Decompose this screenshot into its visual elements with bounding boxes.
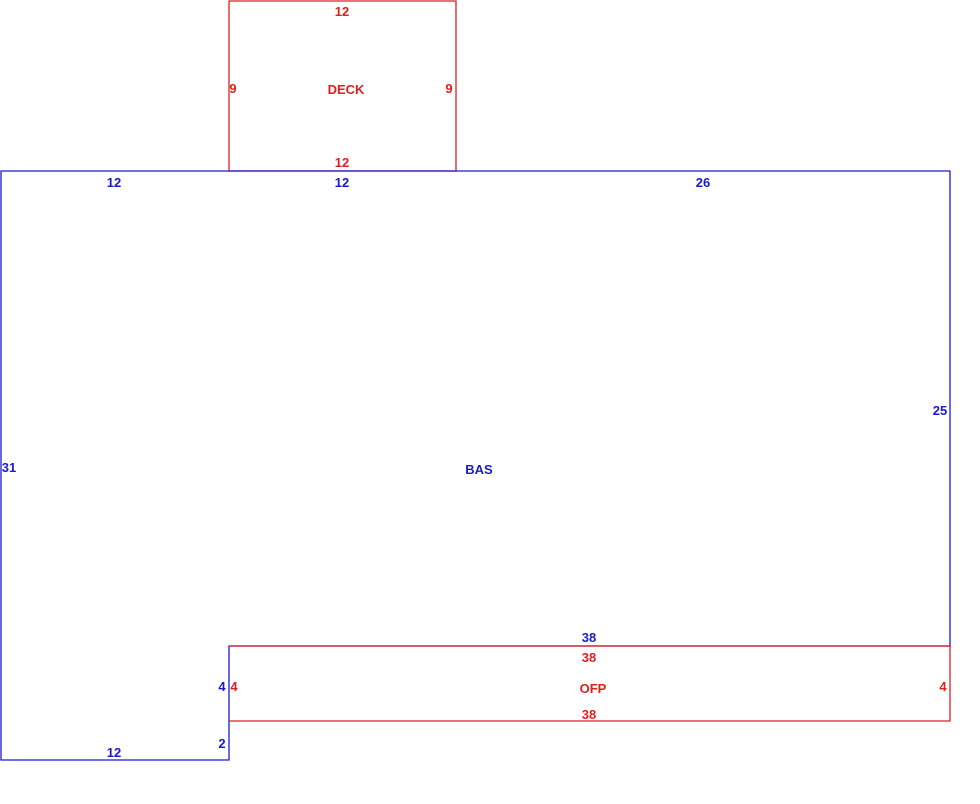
ofp-bottom-dimension: 38 <box>582 707 596 722</box>
bas-notch-bottom-dimension: 2 <box>218 736 225 751</box>
bas-right-dimension: 25 <box>933 403 947 418</box>
ofp-area-label: OFP <box>580 681 607 696</box>
bas-left-dimension: 31 <box>2 460 16 475</box>
bas-top-left-dimension: 12 <box>107 175 121 190</box>
ofp-left-dimension: 4 <box>230 679 238 694</box>
bas-bottom-left-dimension: 12 <box>107 745 121 760</box>
bas-top-mid-dimension: 12 <box>335 175 349 190</box>
deck-right-dimension: 9 <box>445 81 452 96</box>
deck-left-dimension: 9 <box>229 81 236 96</box>
bas-top-right-dimension: 26 <box>696 175 710 190</box>
ofp-right-dimension: 4 <box>939 679 947 694</box>
bas-area-label: BAS <box>465 462 493 477</box>
bas-bottom-inner-dimension: 38 <box>582 630 596 645</box>
deck-top-dimension: 12 <box>335 4 349 19</box>
ofp-top-dimension: 38 <box>582 650 596 665</box>
bas-notch-side-dimension: 4 <box>218 679 226 694</box>
deck-bottom-dimension: 12 <box>335 155 349 170</box>
deck-area-label: DECK <box>328 82 365 97</box>
ofp-outline <box>229 645 951 722</box>
